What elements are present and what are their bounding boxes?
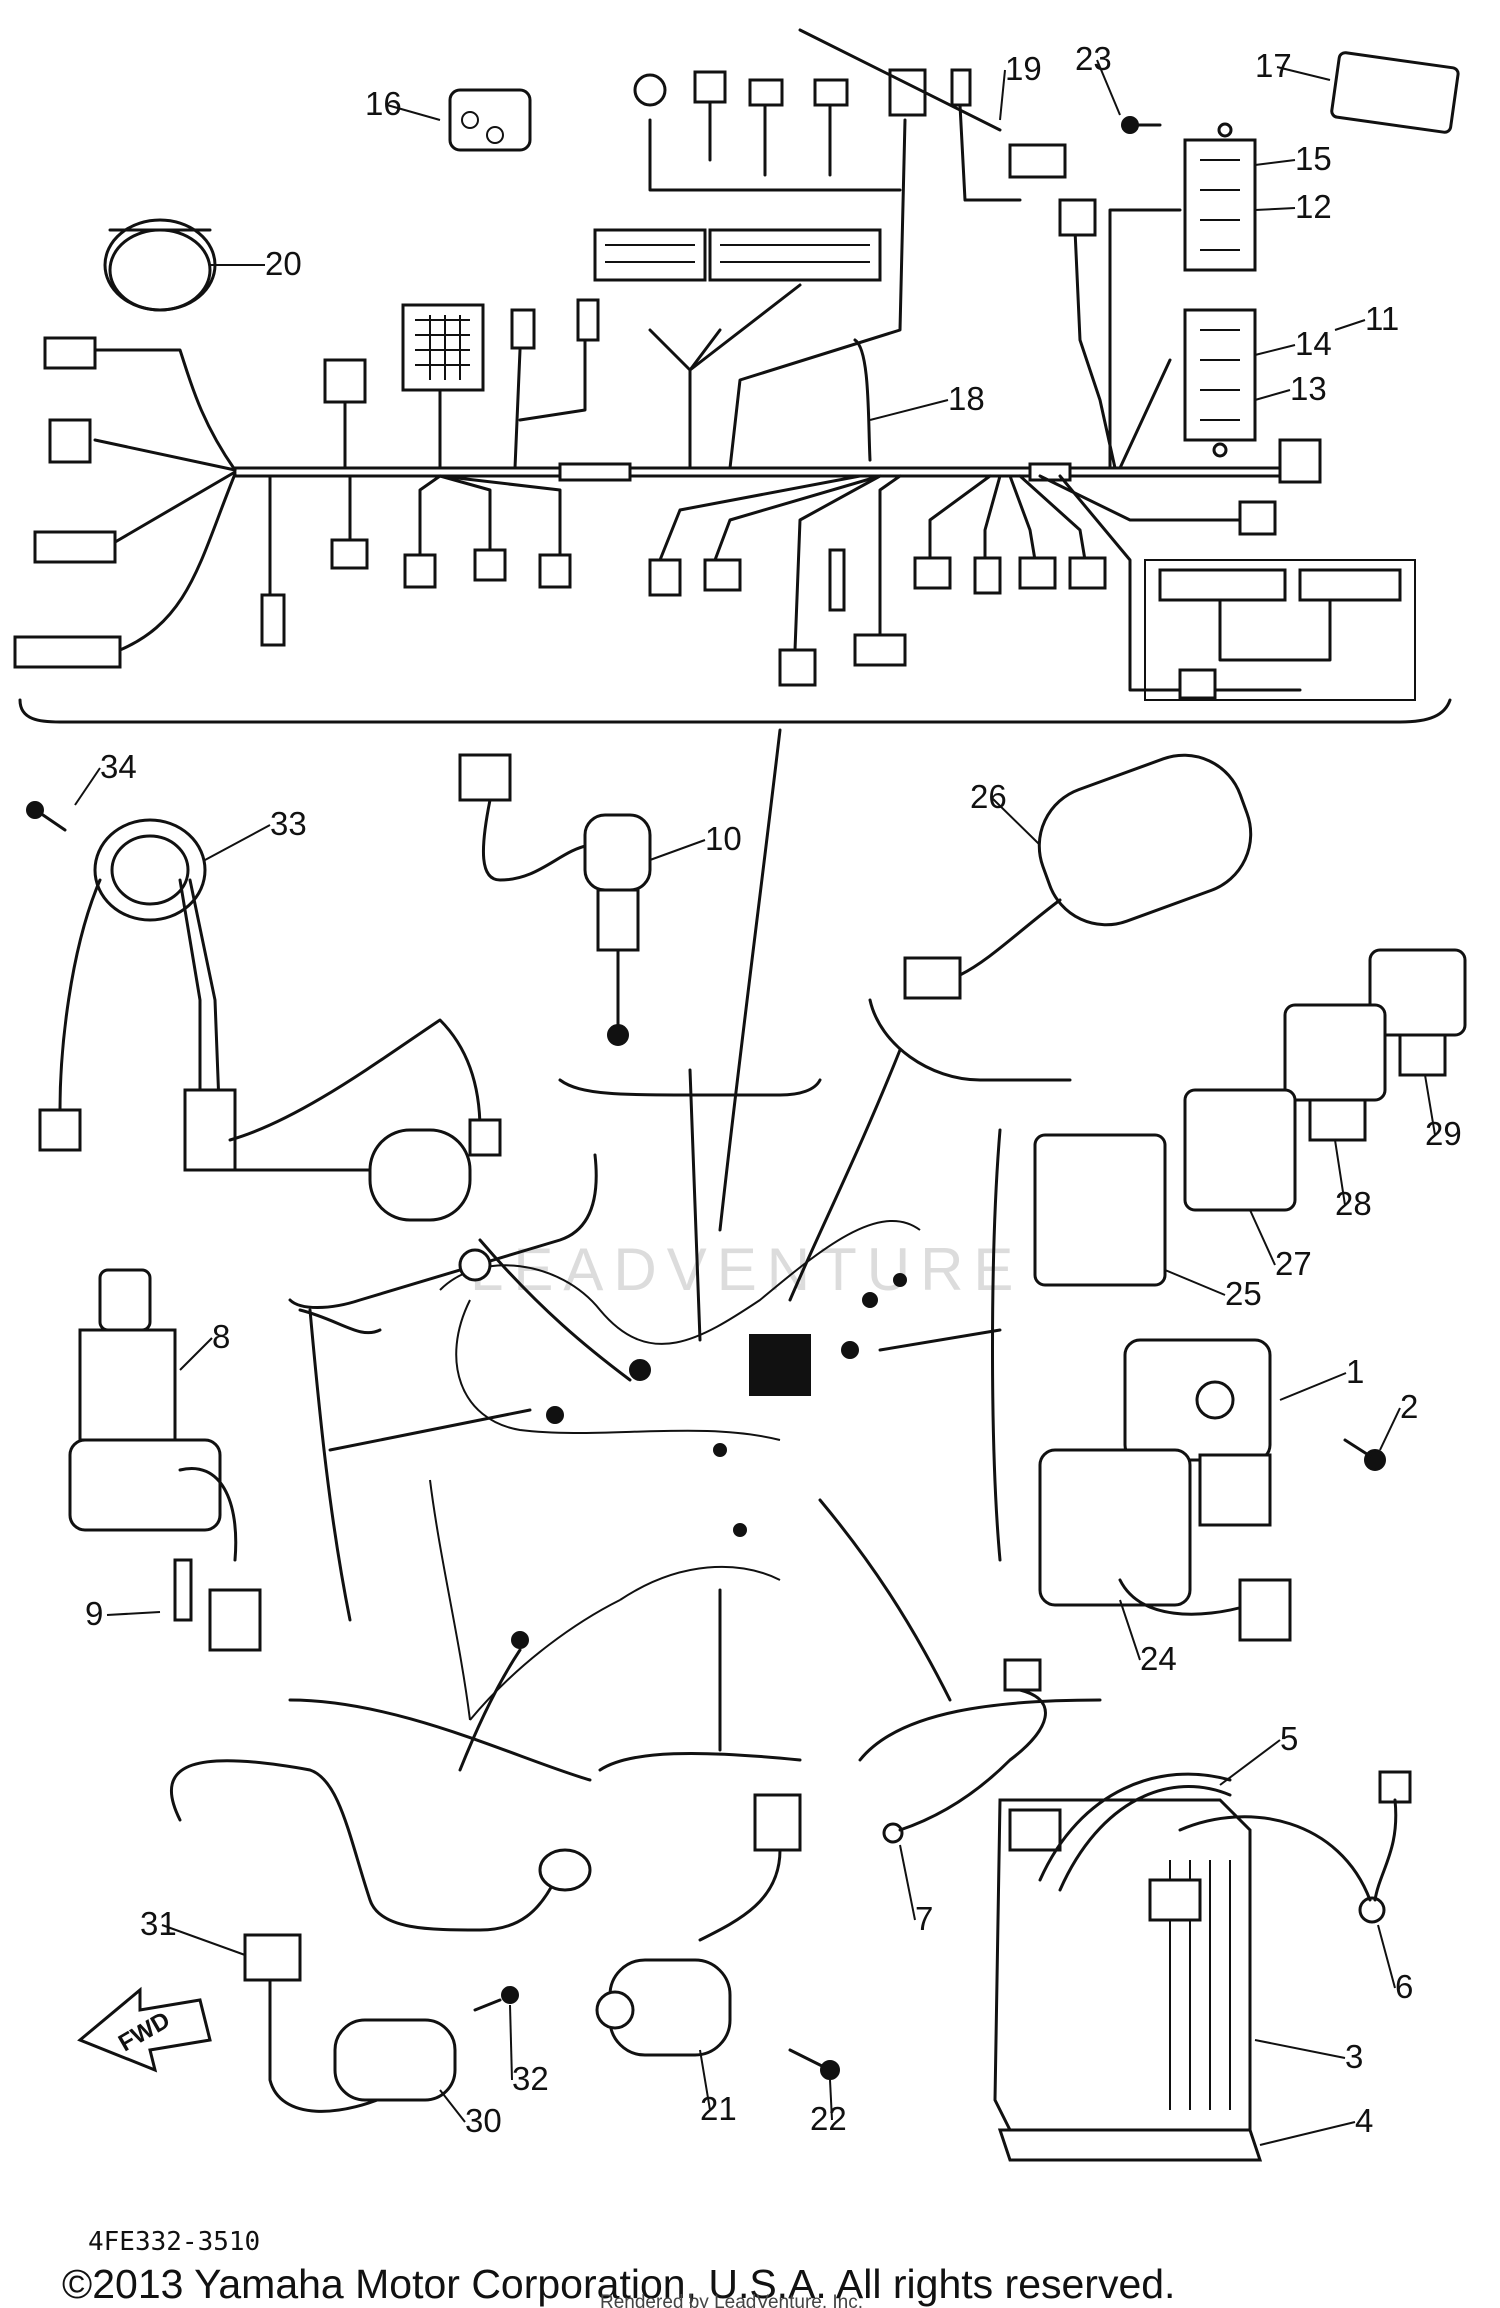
callout-leader-1 [1279, 1372, 1347, 1401]
callout-24: 24 [1140, 1640, 1177, 1677]
callout-32: 32 [512, 2060, 549, 2097]
group-brackets [288, 998, 1102, 1782]
callout-leader-16 [386, 104, 441, 121]
callout-leader-15 [1254, 159, 1296, 166]
callout-leader-21 [699, 2049, 711, 2111]
callout-16: 16 [365, 85, 402, 122]
motorcycle-outline [429, 1219, 921, 1721]
callout-8: 8 [212, 1318, 230, 1355]
callout-leader-6 [1377, 1924, 1396, 1989]
callout-leader-8 [179, 1337, 213, 1371]
callout-leader-32 [509, 2004, 513, 2081]
callout-leader-9 [106, 1611, 161, 1616]
callout-26: 26 [970, 778, 1007, 815]
watermark: LEADVENTURE [470, 1236, 1023, 1303]
callout-31: 31 [140, 1905, 177, 1942]
callout-34: 34 [100, 748, 137, 785]
copyright-notice: ©2013 Yamaha Motor Corporation, U.S.A. A… [62, 2261, 1175, 2307]
callout-29: 29 [1425, 1115, 1462, 1152]
callout-leader-33 [204, 824, 271, 861]
battery-cable-7 [882, 1658, 1047, 1844]
callout-15: 15 [1295, 140, 1332, 177]
callout-leader-7 [899, 1844, 916, 1921]
callout-leader-2 [1379, 1407, 1401, 1451]
callout-leader-22 [829, 2079, 833, 2121]
callout-leader-31 [161, 1924, 246, 1956]
callout-leader-18 [869, 399, 949, 421]
main-switch-8 [68, 1268, 262, 1652]
callout-3: 3 [1345, 2038, 1363, 2075]
callout-19: 19 [1005, 50, 1042, 87]
fuel-sender-33 [26, 801, 502, 1282]
callout-28: 28 [1335, 1185, 1372, 1222]
relay-27 [1183, 1088, 1297, 1212]
callout-leader-26 [991, 797, 1041, 846]
callout-leader-10 [649, 839, 706, 861]
relay-25 [1033, 1133, 1167, 1287]
callout-18: 18 [948, 380, 985, 417]
relay-28 [1283, 1003, 1387, 1142]
relay-29 [1368, 948, 1467, 1077]
callout-11: 11 [1365, 300, 1399, 337]
callout-leader-28 [1334, 1139, 1346, 1206]
switch-10 [458, 753, 652, 1046]
drawing-code: 4FE332-3510 [88, 2227, 260, 2257]
callout-9: 9 [85, 1595, 103, 1632]
screw-23 [1121, 116, 1162, 134]
callout-leader-14 [1254, 344, 1296, 356]
callout-7: 7 [915, 1900, 933, 1937]
callout-leader-11 [1334, 319, 1366, 331]
band-20 [103, 218, 217, 312]
callout-22: 22 [810, 2100, 847, 2137]
callout-leader-27 [1249, 1209, 1276, 1266]
callout-leader-3 [1254, 2039, 1346, 2059]
rendered-by-notice: Rendered by LeadVenture, Inc. [600, 2292, 863, 2308]
callout-leader-12 [1254, 207, 1296, 211]
callout-10: 10 [705, 820, 742, 857]
callout-leader-19 [999, 69, 1006, 121]
callout-leader-34 [74, 767, 101, 806]
starter-motor-21 [595, 1793, 840, 2080]
callout-30: 30 [465, 2102, 502, 2139]
callout-33: 33 [270, 805, 307, 842]
capacitor-26 [903, 753, 1253, 1000]
relay-17 [1330, 51, 1460, 134]
leader-lines [328, 728, 1002, 1772]
callout-20: 20 [265, 245, 302, 282]
callout-25: 25 [1225, 1275, 1262, 1312]
callout-5: 5 [1280, 1720, 1298, 1757]
battery-3 [993, 1770, 1412, 2162]
callout-leader-17 [1276, 66, 1331, 81]
callout-leader-4 [1259, 2121, 1356, 2146]
callout-leader-23 [1096, 59, 1121, 116]
callout-leader-24 [1119, 1599, 1141, 1661]
callout-1: 1 [1346, 1353, 1364, 1390]
forward-arrow: FWD [77, 1986, 212, 2073]
callout-leader-30 [439, 2089, 466, 2123]
callout-13: 13 [1290, 370, 1327, 407]
callout-27: 27 [1275, 1245, 1312, 1282]
callout-23: 23 [1075, 40, 1112, 77]
callout-leader-29 [1424, 1074, 1436, 1136]
callout-12: 12 [1295, 188, 1332, 225]
starter-relay-1 [1123, 1338, 1386, 1527]
callout-14: 14 [1295, 325, 1332, 362]
callout-2: 2 [1400, 1388, 1418, 1425]
callout-leader-13 [1254, 389, 1291, 401]
callout-leader-5 [1219, 1739, 1281, 1786]
callout-leader-25 [1164, 1269, 1226, 1296]
callout-21: 21 [700, 2090, 737, 2127]
callout-6: 6 [1395, 1968, 1413, 2005]
coil-24 [1038, 1448, 1292, 1642]
connector-16 [448, 88, 532, 152]
callout-17: 17 [1255, 47, 1292, 84]
callout-4: 4 [1355, 2102, 1373, 2139]
sensor-31-30 [169, 1759, 592, 2113]
main-wire-harness [13, 28, 1452, 724]
